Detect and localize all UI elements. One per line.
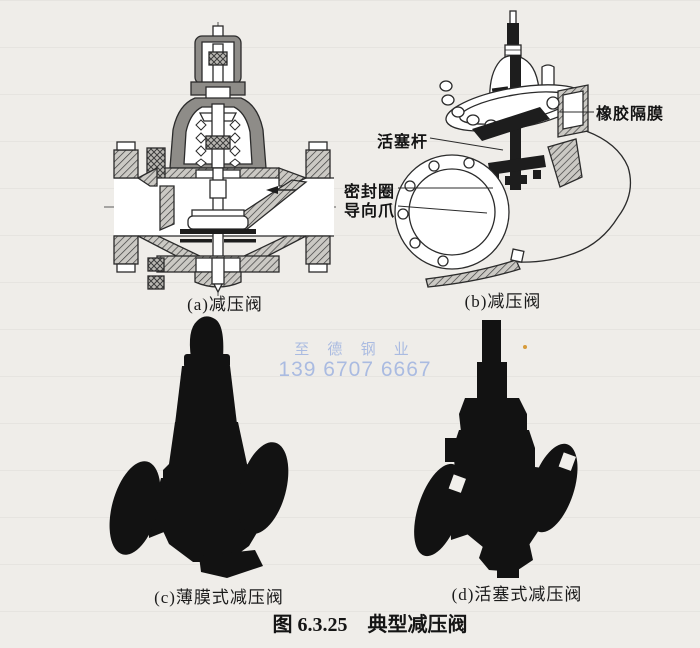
figure-caption: 图 6.3.25 典型减压阀	[200, 608, 540, 637]
watermark-company: 至 德 钢 业	[294, 341, 416, 358]
valve-a-sectional-drawing	[104, 22, 336, 296]
label-guide-claw: 导向爪	[344, 203, 396, 220]
label-seal-ring: 密封圈	[344, 184, 396, 201]
subfigure-a-caption: (a)减压阀	[187, 295, 263, 314]
figure-title: 典型减压阀	[367, 614, 468, 636]
figure-number: 图 6.3.25	[272, 614, 348, 636]
scan-speck	[523, 345, 527, 349]
valve-b-cutaway-drawing	[394, 10, 632, 288]
watermark-phone: 139 6707 6667	[278, 358, 432, 381]
label-piston-rod: 活塞杆	[377, 134, 429, 151]
subfigure-b-caption: (b)减压阀	[464, 292, 542, 311]
label-rubber-diaphragm: 橡胶隔膜	[596, 106, 665, 123]
valve-c-photo-silhouette	[109, 316, 289, 578]
subfigure-d-caption: (d)活塞式减压阀	[451, 585, 583, 604]
valve-d-photo-silhouette	[414, 320, 578, 578]
leader-lines	[397, 111, 594, 214]
flange-highlights	[448, 452, 576, 493]
subfigure-c-caption: (c)薄膜式减压阀	[154, 588, 284, 607]
flow-arrow	[266, 186, 296, 194]
